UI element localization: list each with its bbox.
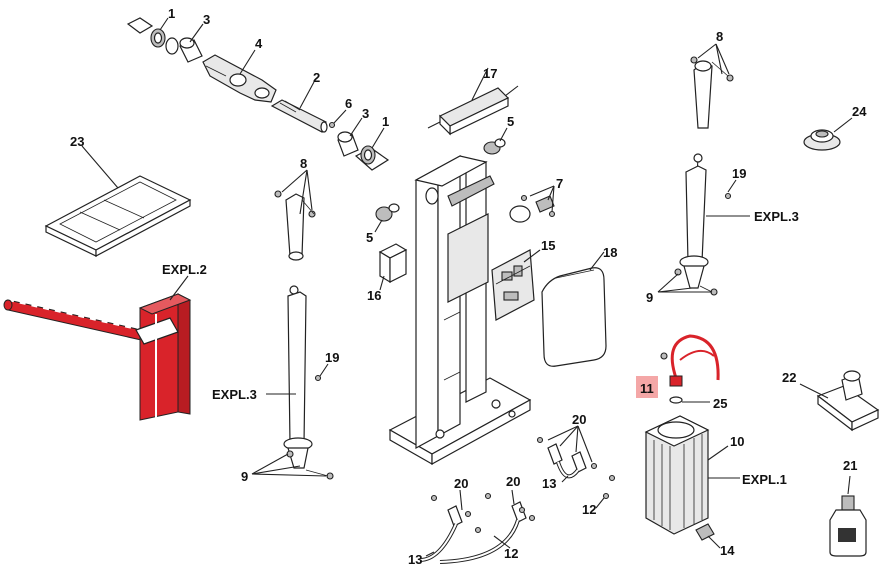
spacer-ring-left[interactable] <box>165 37 179 55</box>
label-part-4: 4 <box>255 36 263 51</box>
label-part-1-mid: 1 <box>382 114 389 129</box>
label-expl1: EXPL.1 <box>742 472 787 487</box>
part-labels: 1 3 4 2 6 3 1 17 5 8 24 23 8 7 19 EXPL.3… <box>70 6 867 567</box>
bushing-left[interactable] <box>179 37 203 63</box>
bearing-housing[interactable] <box>803 117 853 151</box>
transformer[interactable] <box>427 67 519 136</box>
label-part-1-top: 1 <box>168 6 175 21</box>
label-part-19-left: 19 <box>325 350 339 365</box>
main-shaft[interactable] <box>270 99 328 133</box>
label-part-2: 2 <box>313 70 320 85</box>
label-part-13-bottom: 13 <box>408 552 422 567</box>
spring-hook-left[interactable] <box>274 169 316 261</box>
hydraulic-hose-bottom[interactable] <box>419 489 536 564</box>
label-part-10: 10 <box>730 434 744 449</box>
label-part-23: 23 <box>70 134 84 149</box>
label-part-13-center: 13 <box>542 476 556 491</box>
label-part-22: 22 <box>782 370 796 385</box>
label-part-18: 18 <box>603 245 617 260</box>
label-part-19-right: 19 <box>732 166 746 181</box>
label-part-14: 14 <box>720 543 735 558</box>
motor-unit[interactable] <box>644 415 740 535</box>
junction-box[interactable] <box>378 243 408 291</box>
motor-cable[interactable] <box>660 334 720 404</box>
label-part-24: 24 <box>852 104 867 119</box>
label-part-15: 15 <box>541 238 555 253</box>
label-expl3-left: EXPL.3 <box>212 387 257 402</box>
label-part-21: 21 <box>843 458 857 473</box>
label-part-17: 17 <box>483 66 497 81</box>
label-part-16: 16 <box>367 288 381 303</box>
label-part-8-top: 8 <box>716 29 723 44</box>
lever-arm[interactable] <box>202 54 277 103</box>
label-part-11: 11 <box>640 381 654 396</box>
label-part-9-right: 9 <box>646 290 653 305</box>
barrier-cabinet-frame[interactable] <box>388 154 532 466</box>
mounting-adaptor[interactable] <box>799 370 880 432</box>
label-part-5-top: 5 <box>507 114 514 129</box>
hydraulic-hose-center[interactable] <box>536 425 616 509</box>
shaft-assembly <box>126 17 390 171</box>
boom-and-housing[interactable] <box>3 275 192 421</box>
label-part-6: 6 <box>345 96 352 111</box>
label-expl3-right: EXPL.3 <box>754 209 799 224</box>
flange-plate-right[interactable] <box>354 145 390 171</box>
highlight-part-11 <box>636 376 658 398</box>
spring-unit-right[interactable] <box>657 153 750 296</box>
label-part-3-top: 3 <box>203 12 210 27</box>
drain-plug[interactable] <box>695 523 721 549</box>
label-part-9-left: 9 <box>241 469 248 484</box>
bushing-right[interactable] <box>337 131 359 157</box>
label-part-20-bottom-right: 20 <box>506 474 520 489</box>
spring-unit-left[interactable] <box>251 285 334 480</box>
label-expl2: EXPL.2 <box>162 262 207 277</box>
label-part-20-center: 20 <box>572 412 586 427</box>
grub-screw[interactable] <box>328 121 336 129</box>
light-bracket[interactable] <box>509 185 556 223</box>
foundation-plate[interactable] <box>44 145 192 257</box>
spring-hook-top[interactable] <box>690 43 734 129</box>
label-part-12-center: 12 <box>582 502 596 517</box>
label-part-7: 7 <box>556 176 563 191</box>
flange-plate-top-left[interactable] <box>126 17 166 48</box>
label-part-5-left: 5 <box>366 230 373 245</box>
battery-cover[interactable] <box>541 251 607 367</box>
label-part-3-mid: 3 <box>362 106 369 121</box>
rubber-buffer-top[interactable] <box>483 127 508 155</box>
label-part-20-bottom-left: 20 <box>454 476 468 491</box>
oil-bottle[interactable] <box>829 475 867 557</box>
label-part-12-bottom: 12 <box>504 546 518 561</box>
label-part-25: 25 <box>713 396 727 411</box>
rubber-buffer-left[interactable] <box>374 203 400 233</box>
control-board[interactable] <box>491 249 541 321</box>
label-part-8-left: 8 <box>300 156 307 171</box>
